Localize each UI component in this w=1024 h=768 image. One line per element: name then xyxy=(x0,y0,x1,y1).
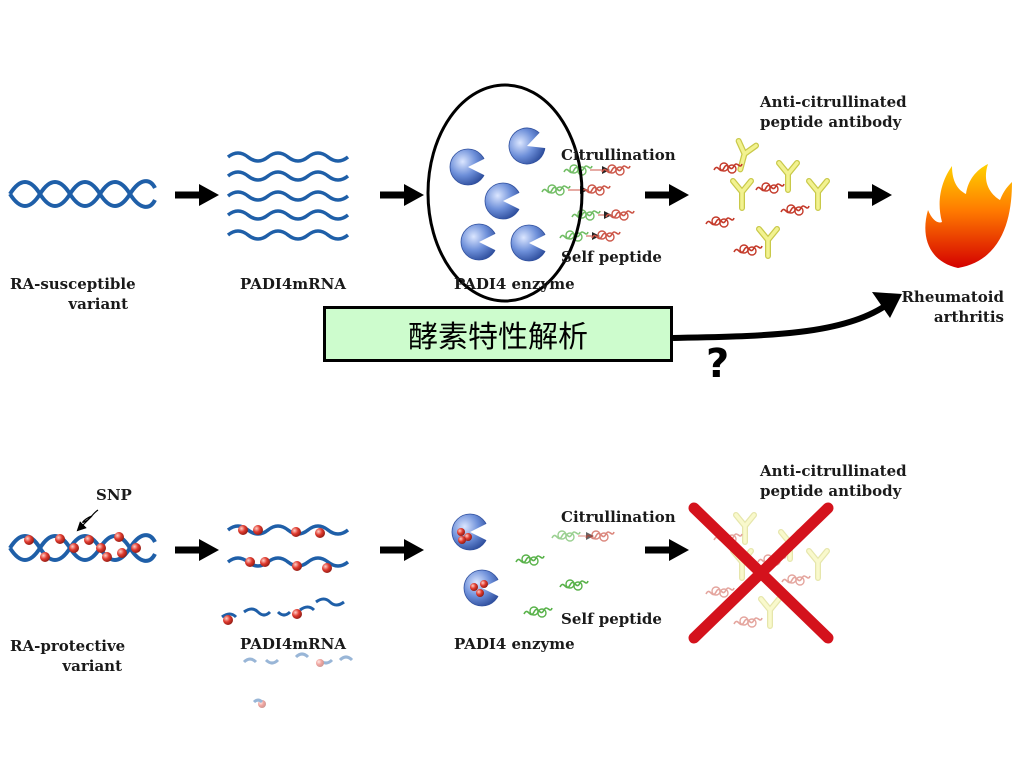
arrow-mrna-to-enzyme-bottom xyxy=(380,539,424,561)
antibodies-top xyxy=(705,141,827,256)
label-anti-citrullinated-top: Anti-citrullinated peptide antibody xyxy=(760,93,907,131)
arrow-dna-to-mrna xyxy=(175,184,219,206)
label-padi4mrna-top: PADI4mRNA xyxy=(240,275,346,293)
label-self-peptide-top: Self peptide xyxy=(561,248,662,266)
label-citrullination-top: Citrullination xyxy=(561,146,676,164)
degraded-mrna xyxy=(242,652,354,708)
label-padi4-enzyme-bottom: PADI4 enzyme xyxy=(454,635,575,653)
self-peptides-bottom xyxy=(515,530,615,618)
arrow-enzyme-to-antibody-bottom xyxy=(645,539,689,561)
label-self-peptide-bottom: Self peptide xyxy=(561,610,662,628)
label-rheumatoid-arthritis: Rheumatoid arthritis xyxy=(901,288,1004,326)
enzyme-analysis-text: 酵素特性解析 xyxy=(408,320,588,355)
arrow-antibody-to-ra xyxy=(848,184,892,206)
padi4-enzymes-bottom xyxy=(451,513,503,607)
snp-pointer xyxy=(76,509,99,532)
arrow-dna-to-mrna-bottom xyxy=(175,539,219,561)
arrow-enzyme-to-antibody xyxy=(645,184,689,206)
mrna-with-snp xyxy=(221,524,350,625)
curved-arrow-to-ra xyxy=(672,292,902,341)
enzyme-highlight-ellipse xyxy=(426,83,584,303)
padi4-enzymes xyxy=(449,121,553,262)
label-anti-citrullinated-bottom: Anti-citrullinated peptide antibody xyxy=(760,462,907,500)
label-padi4-enzyme-top: PADI4 enzyme xyxy=(454,275,575,293)
enzyme-analysis-box: 酵素特性解析 xyxy=(323,306,673,362)
citrullination-peptides xyxy=(541,164,635,242)
label-snp: SNP xyxy=(96,486,132,504)
mrna-waves xyxy=(226,151,350,241)
label-ra-protective: RA-protective variant xyxy=(10,637,126,675)
question-mark: ? xyxy=(706,341,730,387)
dna-helix-susceptible xyxy=(8,179,157,209)
label-ra-susceptible: RA-susceptible variant xyxy=(10,275,136,313)
label-citrullination-bottom: Citrullination xyxy=(561,508,676,526)
dna-helix-protective xyxy=(8,532,157,563)
fire-icon xyxy=(925,164,1012,268)
label-padi4mrna-bottom: PADI4mRNA xyxy=(240,635,346,653)
arrow-mrna-to-enzyme xyxy=(380,184,424,206)
cross-icon xyxy=(688,502,834,644)
